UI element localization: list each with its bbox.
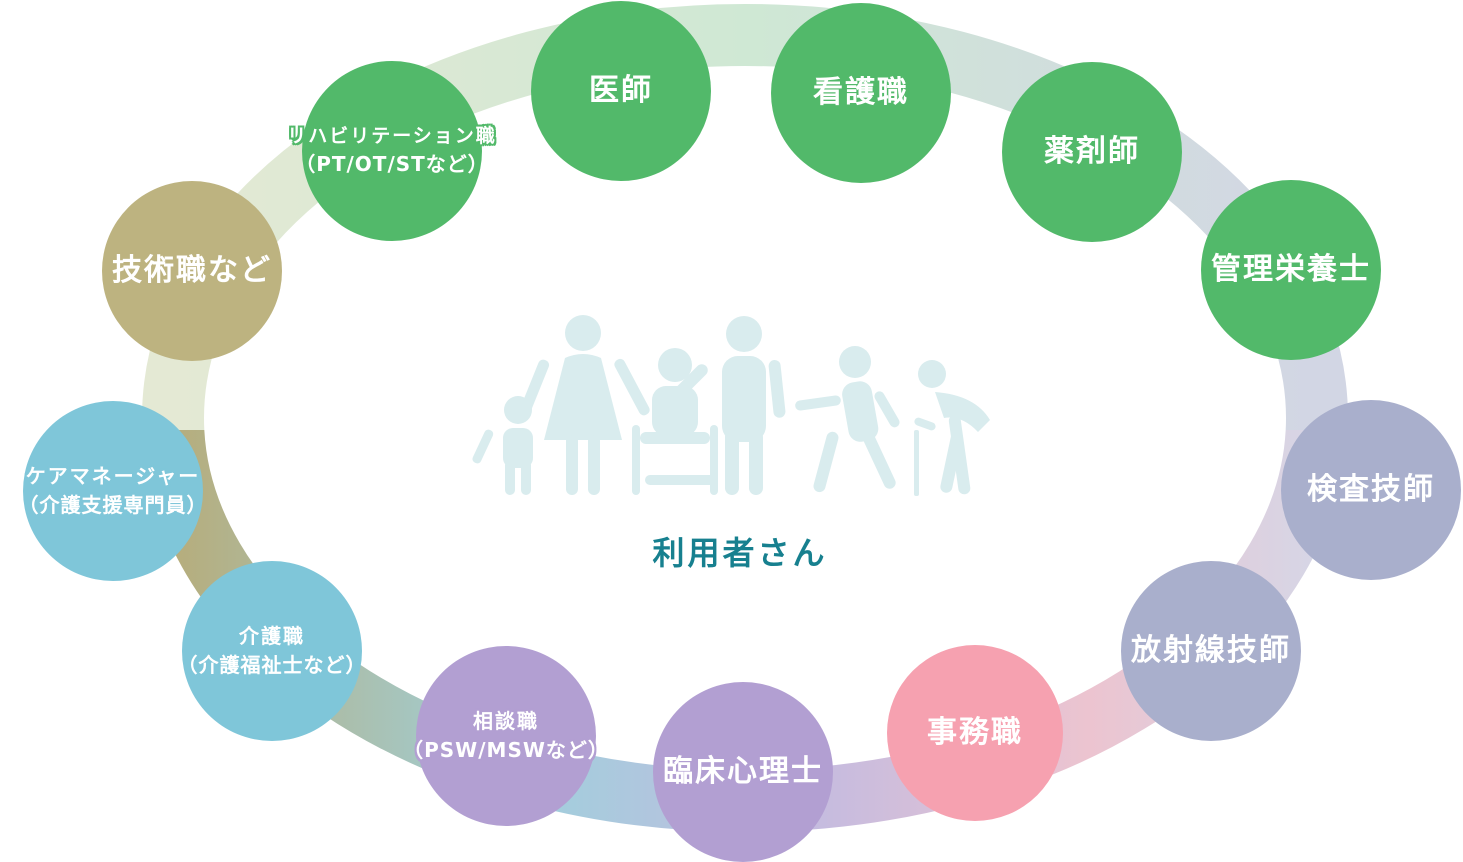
node-label: 管理栄養士 bbox=[1211, 252, 1371, 287]
node-technical-staff: 技術職など bbox=[102, 181, 282, 361]
node-lab-technician: 検査技師 bbox=[1281, 400, 1461, 580]
node-label: 介護職 bbox=[239, 624, 305, 648]
node-label: 技術職など bbox=[112, 253, 272, 288]
node-doctor: 医師 bbox=[531, 1, 711, 181]
node-rehabilitation: リハビリテーション職 （PT/OT/STなど） bbox=[287, 61, 495, 241]
node-sublabel: （PT/OT/STなど） bbox=[295, 152, 489, 177]
node-care-worker: 介護職 （介護福祉士など） bbox=[178, 561, 366, 741]
node-label: 看護職 bbox=[813, 75, 909, 110]
node-label: 事務職 bbox=[927, 715, 1023, 750]
node-pharmacist: 薬剤師 bbox=[1002, 62, 1182, 242]
node-care-manager: ケアマネージャー （介護支援専門員） bbox=[19, 401, 207, 581]
node-sublabel: （介護福祉士など） bbox=[177, 653, 367, 677]
node-nurse: 看護職 bbox=[771, 3, 951, 183]
node-social-worker: 相談職 （PSW/MSWなど） bbox=[403, 646, 608, 826]
node-label: リハビリテーション職 bbox=[287, 124, 497, 147]
node-sublabel: （介護支援専門員） bbox=[18, 493, 208, 517]
node-label: 相談職 bbox=[473, 709, 539, 733]
center-label: 利用者さん bbox=[652, 534, 828, 572]
node-dietitian: 管理栄養士 bbox=[1201, 180, 1381, 360]
node-clinical-psychologist: 臨床心理士 bbox=[653, 682, 833, 862]
node-label: 検査技師 bbox=[1307, 472, 1435, 507]
node-label: 医師 bbox=[589, 73, 653, 108]
node-label: 薬剤師 bbox=[1044, 134, 1140, 169]
node-label: ケアマネージャー bbox=[25, 464, 201, 488]
people-family-group-icon bbox=[472, 315, 990, 496]
node-label: 放射線技師 bbox=[1131, 633, 1291, 668]
node-label: 臨床心理士 bbox=[663, 754, 823, 789]
node-radiology-technician: 放射線技師 bbox=[1121, 561, 1301, 741]
node-sublabel: （PSW/MSWなど） bbox=[403, 738, 609, 762]
node-clerical: 事務職 bbox=[887, 645, 1063, 821]
